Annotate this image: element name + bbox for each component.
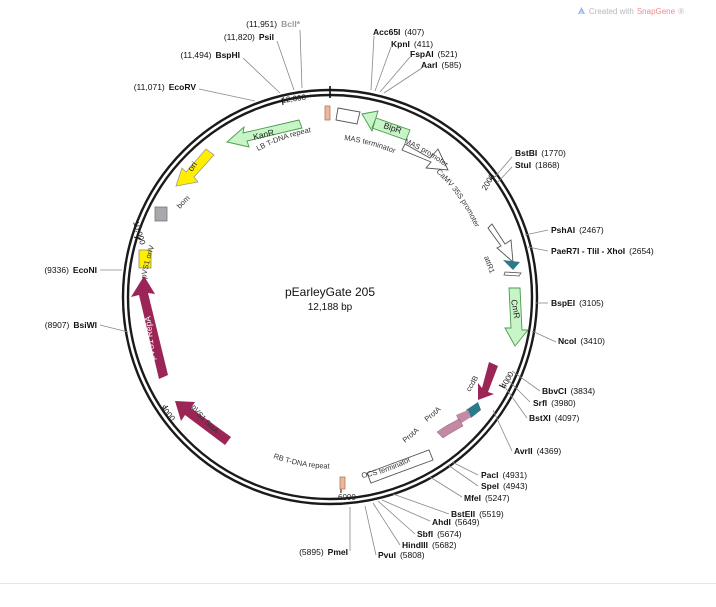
site-ncoi[interactable]: NcoI(3410) — [558, 336, 605, 346]
ocs-terminator-box — [366, 449, 434, 484]
mas-terminator-label: MAS terminator — [344, 133, 398, 155]
credit-prefix: Created with — [588, 7, 634, 16]
plasmid-length: 12,188 bp — [308, 302, 353, 313]
pvs1-staa-arrow — [175, 401, 231, 445]
site-ecorv[interactable]: (11,071)EcoRV — [134, 82, 197, 92]
site-srfi[interactable]: SrfI(3980) — [533, 398, 576, 408]
site-econi[interactable]: (9336)EcoNI — [44, 265, 97, 275]
site-acc65i[interactable]: Acc65I(407) — [373, 27, 424, 37]
site-kpni[interactable]: KpnI(411) — [391, 39, 433, 49]
pvs1-repa-arrow — [131, 276, 168, 379]
site-sbfi[interactable]: SbfI(5674) — [417, 529, 462, 539]
site-spei[interactable]: SpeI(4943) — [481, 481, 528, 491]
cmr-arrow — [504, 287, 529, 347]
site-bstbi[interactable]: BstBI(1770) — [515, 148, 566, 158]
site-hindiii[interactable]: HindIII(5682) — [402, 540, 457, 550]
site-bbvci[interactable]: BbvCI(3834) — [542, 386, 595, 396]
site-bsiwi[interactable]: (8907)BsiWI — [45, 320, 97, 330]
site-bspei[interactable]: BspEI(3105) — [551, 298, 604, 308]
ori-arrow — [175, 148, 215, 187]
site-psii[interactable]: (11,820)PsiI — [224, 32, 274, 42]
lb-repeat-marker — [324, 105, 331, 121]
site-paer7i-tlii-xhoi[interactable]: PaeR7I - TliI - XhoI(2654) — [551, 246, 654, 256]
pvs1-oriv-box — [138, 249, 152, 269]
bom-box — [154, 206, 168, 222]
leader-lines — [99, 29, 557, 556]
site-ahdi[interactable]: AhdI(5649) — [432, 517, 480, 527]
site-bsteii[interactable]: BstEII(5519) — [451, 509, 504, 519]
attr1-label: attR1 — [482, 255, 497, 275]
site-pshai[interactable]: PshAI(2467) — [551, 225, 604, 235]
snapgene-credit[interactable]: Created with SnapGene® — [577, 6, 684, 17]
mas-terminator-box — [335, 107, 361, 125]
plasmid-name: pEarleyGate 205 — [285, 285, 375, 299]
site-bsphi[interactable]: (11,494)BspHI — [180, 50, 240, 60]
ccdb-arrow — [478, 362, 498, 400]
site-pvui[interactable]: PvuI(5808) — [378, 550, 425, 560]
site-pmei[interactable]: (5895)PmeI — [299, 547, 348, 557]
ccdb-label: ccdB — [464, 374, 480, 393]
prota-label-1: ProtA — [423, 405, 443, 424]
tick-label-8000: 8000 — [158, 404, 177, 424]
tick-label-2000: 2000 — [480, 172, 497, 192]
rb-repeat-label: RB T-DNA repeat — [272, 451, 330, 470]
tick-label-12000: 12,000 — [281, 93, 307, 105]
bom-label: bom — [175, 194, 192, 211]
bottom-divider — [0, 583, 716, 584]
attr1-marker — [503, 260, 520, 270]
credit-mark: ® — [678, 7, 684, 16]
teal-arrow-1 — [466, 402, 481, 418]
cmr-label: CmR — [509, 299, 522, 320]
site-fspai[interactable]: FspAI(521) — [410, 49, 458, 59]
tick-label-6000: 6000 — [338, 493, 356, 502]
camv-promoter-label: CaMV 35S promoter — [435, 167, 482, 229]
camv-promoter-arrow — [487, 223, 514, 264]
site-bcli[interactable]: (11,951)BclI* — [246, 19, 301, 29]
site-aari[interactable]: AarI(585) — [421, 60, 462, 70]
site-bstxi[interactable]: BstXI(4097) — [529, 413, 579, 423]
site-avrii[interactable]: AvrII(4369) — [514, 446, 561, 456]
pvs1-repa-label: pVS1 RepA — [142, 315, 157, 361]
site-stui[interactable]: StuI(1868) — [515, 160, 560, 170]
site-mfei[interactable]: MfeI(5247) — [464, 493, 510, 503]
kanr-arrow — [226, 119, 303, 148]
attr1-hatch — [503, 271, 522, 277]
credit-brand: SnapGene — [636, 7, 676, 16]
snapgene-logo-icon — [577, 6, 586, 17]
prota-label-2: ProtA — [401, 426, 421, 445]
kanr-label: KanR — [252, 127, 275, 142]
prota-arrow-2 — [436, 418, 464, 439]
site-paci[interactable]: PacI(4931) — [481, 470, 527, 480]
rb-repeat-marker — [339, 476, 346, 490]
blpr-arrow — [361, 110, 411, 141]
mas-promoter-arrow — [401, 143, 449, 171]
